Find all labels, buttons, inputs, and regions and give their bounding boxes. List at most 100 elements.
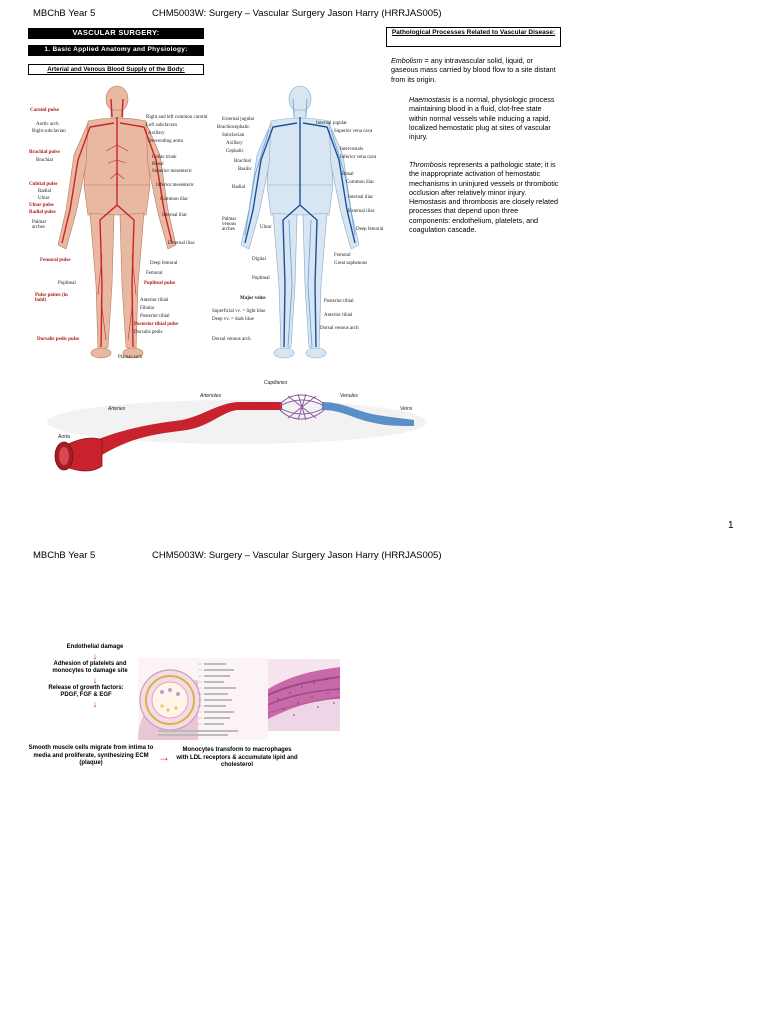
label-common-carotid: Right and left common carotid	[146, 115, 208, 120]
label-internal-iliac-vein: Internal iliac	[348, 195, 374, 200]
haemostasis-term: Haemostasis	[409, 95, 451, 104]
label-radial-vein: Radial	[232, 185, 246, 190]
label-inferior-mesenteric: Inferior mesenteric	[156, 183, 195, 188]
label-superior-mesenteric: Superior mesenteric	[152, 169, 193, 174]
label-cephalic: Cephalic	[226, 149, 244, 154]
label-inferior-vena-cava: Inferior vena cava	[340, 155, 377, 160]
subsection-title: 1. Basic Applied Anatomy and Physiology:	[28, 45, 204, 56]
label-subclavian: Subclavian	[222, 133, 245, 138]
label-right-subclavian: Right subclavian	[32, 129, 66, 134]
label-major-veins: Major veins	[240, 296, 266, 301]
label-internal-jugular: Internal jugular	[316, 121, 347, 126]
label-superior-vena-cava: Superior vena cava	[334, 129, 373, 134]
label-aorta: Aorta	[58, 434, 70, 440]
venous-figure: External jugular Internal jugular Brachi…	[208, 85, 384, 363]
right-box-title: Pathological Processes Related to Vascul…	[386, 27, 561, 47]
embolism-term: Embolism	[391, 56, 423, 65]
label-radial: Radial	[38, 189, 52, 194]
label-digital: Digital	[252, 257, 266, 262]
label-anterior-tibial-vein: Anterior tibial	[324, 313, 353, 318]
label-renal-vein: Renal	[342, 172, 354, 177]
label-ulnar-pulse: Ulnar pulse	[29, 203, 54, 208]
venous-body-illustration	[240, 85, 360, 359]
label-common-iliac-vein: Common iliac	[346, 180, 375, 185]
label-arteries: Arteries	[108, 406, 126, 412]
section-title: VASCULAR SURGERY:	[28, 28, 204, 39]
label-cubital-pulse: Cubital pulse	[29, 182, 58, 187]
flow-step-adhesion: Adhesion of platelets and monocytes to d…	[52, 660, 128, 675]
label-capillaries: Capillaries	[264, 380, 288, 386]
label-external-jugular: External jugular	[222, 117, 255, 122]
vessel-continuum-diagram: Capillaries Arterioles Venules Arteries …	[42, 376, 432, 480]
label-brachial-pulse: Brachial pulse	[29, 150, 60, 155]
label-celiac-trunk: Celiac trunk	[152, 155, 177, 160]
label-arterioles: Arterioles	[200, 393, 222, 399]
label-carotid-pulse: Carotid pulse	[30, 108, 59, 113]
flow-step-monocytes: Monocytes transform to macrophages with …	[176, 747, 298, 768]
page-number: 1	[728, 520, 734, 531]
page1-header-course: CHM5003W: Surgery – Vascular Surgery Jas…	[152, 8, 442, 19]
label-deep-femoral: Deep femoral	[150, 261, 178, 266]
label-brachial-vein: Brachial	[234, 159, 251, 164]
thrombosis-term: Thrombosis	[409, 160, 447, 169]
label-brachiocephalic: Brachiocephalic	[217, 125, 250, 130]
label-dorsal-venous-arch-left: Dorsal venous arch	[212, 337, 251, 342]
atherosclerosis-flowchart: Endothelial damage ↓ Adhesion of platele…	[40, 644, 150, 709]
label-pulse-points-note: Pulse points (in bold)	[35, 293, 68, 303]
flow-step-growth-factors: Release of growth factors: PDGF, FGF & E…	[48, 684, 124, 699]
label-superficial-veins-legend: Superficial vv. = light blue	[212, 309, 266, 314]
label-venules: Venules	[340, 393, 358, 399]
label-posterior-tibial: Posterior tibial	[140, 314, 170, 319]
label-common-iliac: Common iliac	[160, 197, 189, 202]
label-dorsalis-pedis-pulse: Dorsalis pedis pulse	[37, 337, 80, 342]
haemostasis-text: is a normal, physiologic process maintai…	[409, 95, 555, 142]
label-renal: Renal	[152, 162, 164, 167]
label-ulnar-vein: Ulnar	[260, 225, 272, 230]
label-left-subclavian: Left subclavian	[146, 123, 177, 128]
label-fibular: Fibular	[140, 306, 155, 311]
label-palmar-arches: Palmar arches	[32, 220, 47, 230]
label-veins: Veins	[400, 406, 413, 412]
label-femoral: Femoral	[146, 271, 163, 276]
label-palmar-venous-arches: Palmar venous arches	[222, 217, 237, 232]
histology-image	[267, 659, 341, 731]
label-femoral-pulse: Femoral pulse	[40, 258, 71, 263]
arterial-figure: Carotid pulse Right and left common caro…	[28, 85, 208, 363]
label-plantar-arch: Plantar arch	[118, 355, 143, 360]
label-dorsal-venous-arch-right: Dorsal venous arch	[320, 326, 359, 331]
label-external-iliac-vein: External iliac	[348, 209, 375, 214]
label-descending-aorta: Descending aorta	[148, 139, 183, 144]
label-radial-pulse: Radial pulse	[29, 210, 56, 215]
label-deep-veins-legend: Deep vv. = dark blue	[212, 317, 254, 322]
label-deep-femoral-vein: Deep femoral	[356, 227, 384, 232]
label-popliteal-pulse: Popliteal pulse	[144, 281, 176, 286]
down-arrow-icon: ↓	[92, 650, 98, 661]
label-internal-iliac: Internal iliac	[162, 213, 188, 218]
label-axillary: Axillary	[148, 131, 165, 136]
label-brachial: Brachial	[36, 158, 53, 163]
label-anterior-tibial: Anterior tibial	[140, 298, 169, 303]
page2-header-course: CHM5003W: Surgery – Vascular Surgery Jas…	[152, 550, 442, 561]
label-external-iliac: External iliac	[168, 241, 195, 246]
label-femoral-vein: Femoral	[334, 253, 351, 258]
down-arrow-icon: ↓	[92, 674, 98, 685]
flow-step-endothelial-damage: Endothelial damage	[66, 644, 124, 650]
label-aortic-arch: Aortic arch	[36, 122, 59, 127]
page2-header-year: MBChB Year 5	[33, 550, 96, 561]
down-arrow-icon: ↓	[92, 698, 98, 709]
thrombosis-paragraph: Thrombosis represents a pathologic state…	[409, 160, 561, 234]
label-axillary-vein: Axillary	[226, 141, 243, 146]
label-dorsalis-pedis: Dorsalis pedis	[134, 330, 163, 335]
haemostasis-paragraph: Haemostasis is a normal, physiologic pro…	[409, 95, 561, 141]
page1-header-year: MBChB Year 5	[33, 8, 96, 19]
arterial-body-illustration	[57, 85, 177, 359]
right-arrow-icon: →	[158, 750, 170, 764]
label-great-saphenous: Great saphenous	[334, 261, 368, 266]
label-intercostals: Intercostals	[340, 147, 364, 152]
label-posterior-tibial-vein: Posterior tibial	[324, 299, 354, 304]
flow-step-smooth-muscle: Smooth muscle cells migrate from intima …	[28, 745, 154, 766]
embolism-paragraph: Embolism = any intravascular solid, liqu…	[391, 56, 561, 84]
vessel-continuum-illustration	[47, 393, 427, 472]
embolism-text: = any intravascular solid, liquid, or ga…	[391, 56, 556, 84]
label-basilic: Basilic	[238, 167, 252, 172]
